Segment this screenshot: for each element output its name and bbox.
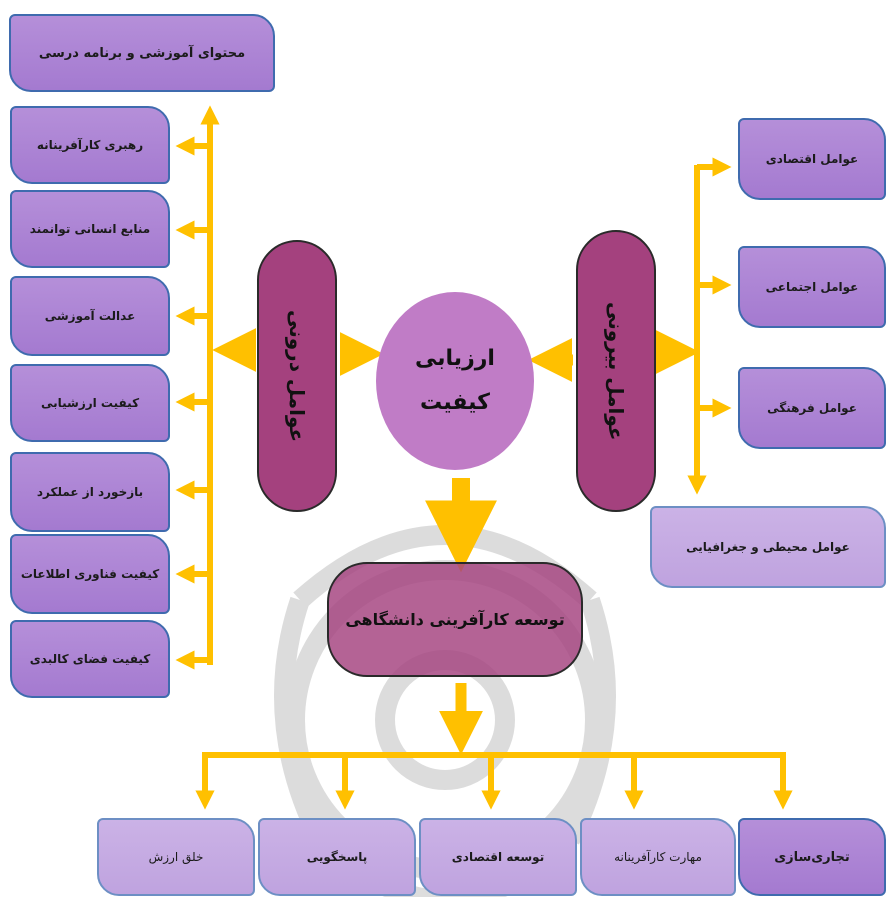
university-entrepreneurship-development: توسعه کارآفرینی دانشگاهی bbox=[327, 562, 583, 677]
internal-item-human-resources: منابع انسانی توانمند bbox=[10, 190, 170, 268]
external-item-environmental: عوامل محیطی و جغرافیایی bbox=[650, 506, 886, 588]
internal-item-educational-justice: عدالت آموزشی bbox=[10, 276, 170, 356]
internal-item-it-quality: کیفیت فناوری اطلاعات bbox=[10, 534, 170, 614]
internal-factors-pill: عوامل درونی bbox=[257, 240, 337, 512]
center-label-line2: کیفیت bbox=[420, 390, 490, 415]
internal-item-curriculum: محتوای آموزشی و برنامه درسی bbox=[9, 14, 275, 92]
center-label-line1: ارزیابی bbox=[415, 346, 495, 371]
external-item-economic: عوامل اقتصادی bbox=[738, 118, 886, 200]
internal-item-physical-space-quality: کیفیت فضای کالبدی bbox=[10, 620, 170, 698]
quality-evaluation-circle: ارزیابی کیفیت bbox=[376, 292, 534, 470]
external-factors-pill: عوامل بیرونی bbox=[576, 230, 656, 512]
internal-item-performance-feedback: بازخورد از عملکرد bbox=[10, 452, 170, 532]
external-factors-label: عوامل بیرونی bbox=[604, 301, 628, 441]
outcome-value-creation: خلق ارزش bbox=[97, 818, 255, 896]
internal-factors-label: عوامل درونی bbox=[285, 309, 309, 443]
internal-item-evaluation-quality: کیفیت ارزشیابی bbox=[10, 364, 170, 442]
outcome-commercialization: تجاری‌سازی bbox=[738, 818, 886, 896]
outcome-entrepreneurial-skill: مهارت کارآفرینانه bbox=[580, 818, 736, 896]
external-item-social: عوامل اجتماعی bbox=[738, 246, 886, 328]
internal-item-leadership: رهبری کارآفرینانه bbox=[10, 106, 170, 184]
external-item-cultural: عوامل فرهنگی bbox=[738, 367, 886, 449]
outcome-accountability: پاسخگویی bbox=[258, 818, 416, 896]
outcome-economic-development: توسعه اقتصادی bbox=[419, 818, 577, 896]
